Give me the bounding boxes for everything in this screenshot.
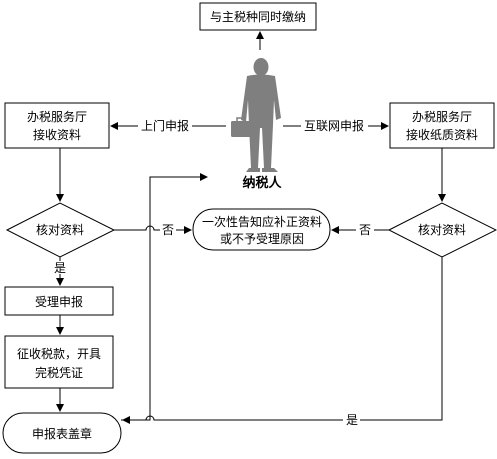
- tax-office-right-label-2: 接收纸质资料: [406, 127, 478, 142]
- edge-stamp-to-taxpayer: [121, 173, 208, 421]
- verify-left-label: 核对资料: [36, 223, 84, 237]
- verify-right-yes-label: 是: [346, 413, 358, 427]
- collect-tax-node: 征收税款，开具 完税凭证: [4, 335, 114, 389]
- tax-office-left-label-2: 接收资料: [33, 127, 81, 142]
- online-filing-label: 互联网申报: [304, 118, 364, 133]
- tax-office-right-node: 办税服务厅 接收纸质资料: [389, 102, 495, 149]
- pay-with-main-tax-label: 与主税种同时缴纳: [210, 9, 306, 24]
- collect-tax-label-2: 完税凭证: [35, 365, 83, 380]
- tax-office-left-node: 办税服务厅 接收资料: [4, 102, 110, 149]
- edge-verify-right-yes: [360, 257, 443, 421]
- tax-office-right-label-1: 办税服务厅: [412, 109, 472, 124]
- verify-left-no-label: 否: [162, 223, 174, 237]
- stamp-form-label: 申报表盖章: [32, 426, 92, 441]
- notify-supplement-label-2: 或不予受理原因: [220, 232, 304, 246]
- verify-right-decision: 核对资料: [387, 202, 497, 258]
- verify-right-label: 核对资料: [418, 223, 466, 237]
- businessman-with-briefcase-icon: [231, 58, 281, 172]
- stamp-form-node: 申报表盖章: [2, 412, 122, 454]
- accept-filing-label: 受理申报: [35, 294, 83, 309]
- collect-tax-label-1: 征收税款，开具: [17, 347, 101, 361]
- verify-left-decision: 核对资料: [5, 202, 116, 258]
- door-filing-label: 上门申报: [141, 118, 189, 133]
- tax-office-left-label-1: 办税服务厅: [27, 109, 87, 124]
- taxpayer-label: 纳税人: [242, 175, 282, 191]
- edge-verify-left-no: [114, 225, 160, 231]
- notify-supplement-label-1: 一次性告知应补正资料: [202, 214, 322, 229]
- verify-right-no-label: 否: [359, 223, 371, 237]
- pay-with-main-tax-node: 与主税种同时缴纳: [199, 2, 317, 31]
- accept-filing-node: 受理申报: [4, 286, 114, 316]
- notify-supplement-node: 一次性告知应补正资料 或不予受理原因: [192, 208, 331, 251]
- verify-left-yes-label: 是: [54, 261, 66, 275]
